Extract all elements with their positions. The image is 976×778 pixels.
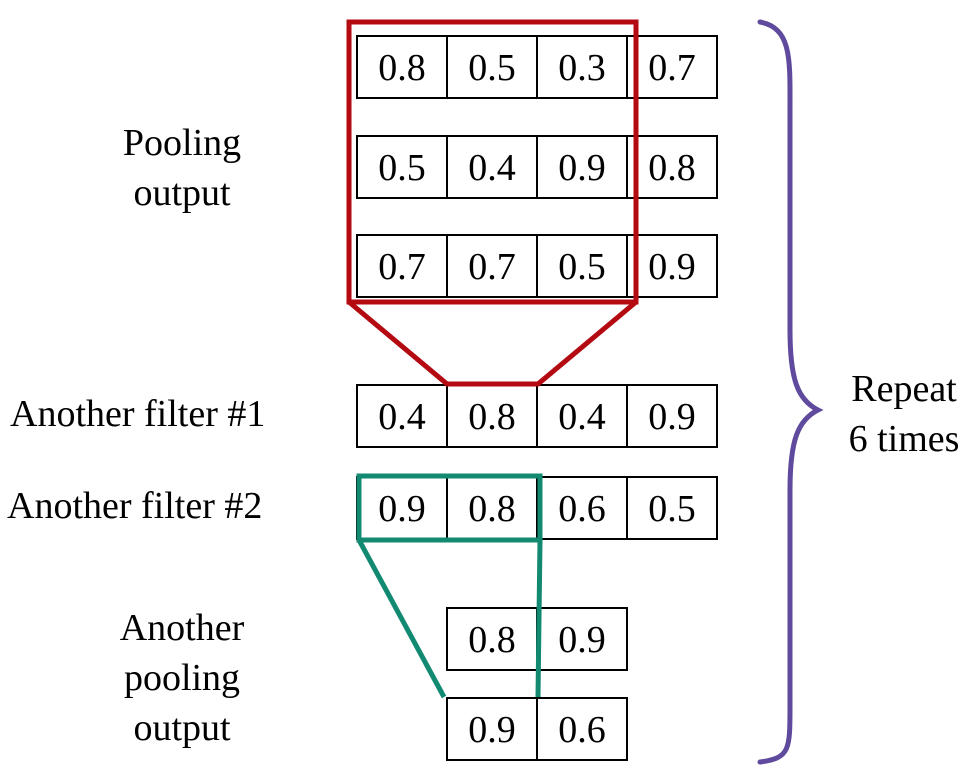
red-window-funnel <box>347 300 638 387</box>
pooling-row-2-cell-value: 0.5 <box>378 147 426 189</box>
pooling-row-3-cell-border <box>626 234 718 298</box>
repeat-line-2: 6 times <box>848 418 960 460</box>
pooling-row-3-cell-value: 0.7 <box>378 246 426 288</box>
filter2-row-cell-value: 0.9 <box>378 488 426 530</box>
pooling-row-1-cell-value: 0.5 <box>468 47 516 89</box>
another-pooling-output-label: Another pooling output <box>82 603 282 753</box>
teal-funnel-right <box>535 539 543 698</box>
another-pooling-row-2-cell-value: 0.6 <box>558 709 606 751</box>
another-pooling-row-1-cell-value: 0.9 <box>558 619 606 661</box>
teal-pooling-window <box>356 473 543 543</box>
pooling-row-3-cell-value: 0.7 <box>468 246 516 288</box>
filter1-row-cell-value: 0.8 <box>468 396 516 438</box>
pooling-row-1-cell-value: 0.3 <box>558 47 606 89</box>
pooling-row-3-cell-value: 0.5 <box>558 246 606 288</box>
repeat-line-1: Repeat <box>851 368 957 410</box>
repeat-label: Repeat 6 times <box>832 364 976 464</box>
another-pooling-line-1: Another <box>119 607 245 649</box>
filter2-label: Another filter #2 <box>7 485 263 527</box>
filter1-row-cell-value: 0.4 <box>558 396 606 438</box>
another-pooling-row-1-cell-value: 0.8 <box>468 619 516 661</box>
red-pooling-window <box>346 19 639 305</box>
pooling-row-1-cell-value: 0.8 <box>378 47 426 89</box>
repeat-brace <box>757 19 824 765</box>
another-pooling-row-2-cell-border <box>536 697 628 761</box>
filter1-label: Another filter #1 <box>10 393 266 435</box>
pooling-row-3-cell-value: 0.9 <box>648 246 696 288</box>
pooling-output-line-1: Pooling <box>122 122 242 164</box>
filter2-row-cell-value: 0.6 <box>558 488 606 530</box>
filter2-row-cell-value: 0.5 <box>648 488 696 530</box>
teal-funnel-left <box>356 538 447 699</box>
filter1-row-cell-value: 0.9 <box>648 396 696 438</box>
pooling-output-line-2: output <box>133 172 231 214</box>
pooling-row-2-cell-value: 0.8 <box>648 147 696 189</box>
pooling-row-2-cell-border <box>626 135 718 199</box>
another-pooling-line-2: pooling <box>123 657 241 699</box>
filter1-row-cell-value: 0.4 <box>378 396 426 438</box>
pooling-row-2-cell-value: 0.9 <box>558 147 606 189</box>
pooling-row-1-cell-border <box>626 35 718 99</box>
filter2-row-cell-border <box>626 476 718 540</box>
filter1-row-cell-border <box>626 384 718 448</box>
pooling-row-2-cell-value: 0.4 <box>468 147 516 189</box>
pooling-output-label: Pooling output <box>82 118 282 218</box>
pooling-row-1-cell-value: 0.7 <box>648 47 696 89</box>
another-pooling-line-3: output <box>133 707 231 749</box>
filter2-row-cell-value: 0.8 <box>468 488 516 530</box>
another-pooling-row-2-cell-value: 0.9 <box>468 709 516 751</box>
